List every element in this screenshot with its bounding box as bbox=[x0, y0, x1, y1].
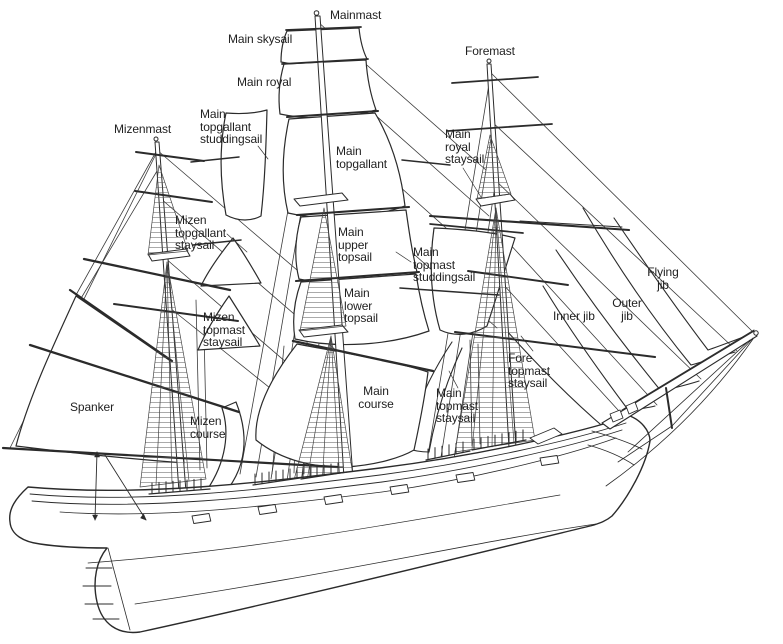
bowsprit bbox=[587, 329, 759, 487]
deckhouse bbox=[529, 427, 563, 445]
mizen-truck bbox=[153, 136, 159, 142]
hull bbox=[9, 415, 651, 634]
flying-jib-sail bbox=[613, 217, 753, 351]
main-truck bbox=[313, 10, 320, 16]
leader-lines bbox=[226, 145, 534, 389]
rudder-gudgeons bbox=[82, 567, 120, 620]
shrouds bbox=[139, 134, 536, 489]
sails bbox=[15, 27, 516, 506]
dolphin-striker bbox=[665, 387, 673, 429]
spanker-gaff bbox=[68, 288, 174, 363]
main-course-yard bbox=[291, 339, 435, 373]
stern-halyards bbox=[92, 451, 147, 521]
inner-jib-sail bbox=[555, 249, 700, 392]
pin-rails bbox=[148, 429, 527, 495]
sternpost bbox=[107, 547, 131, 631]
main-topgallant-studdingsail-sail bbox=[220, 109, 268, 221]
mizen-topmast-staysail-sail bbox=[197, 295, 261, 351]
bowsprit-spar bbox=[601, 330, 758, 430]
fore-truck bbox=[486, 58, 492, 64]
hull-ports bbox=[191, 455, 560, 524]
fore-topmast-staysail-sail bbox=[542, 285, 656, 412]
main-royal-sail bbox=[278, 59, 377, 119]
mizen-topgallant-staysail-sail bbox=[200, 237, 262, 287]
hull-outline bbox=[9, 415, 651, 634]
bobstay bbox=[605, 338, 754, 487]
